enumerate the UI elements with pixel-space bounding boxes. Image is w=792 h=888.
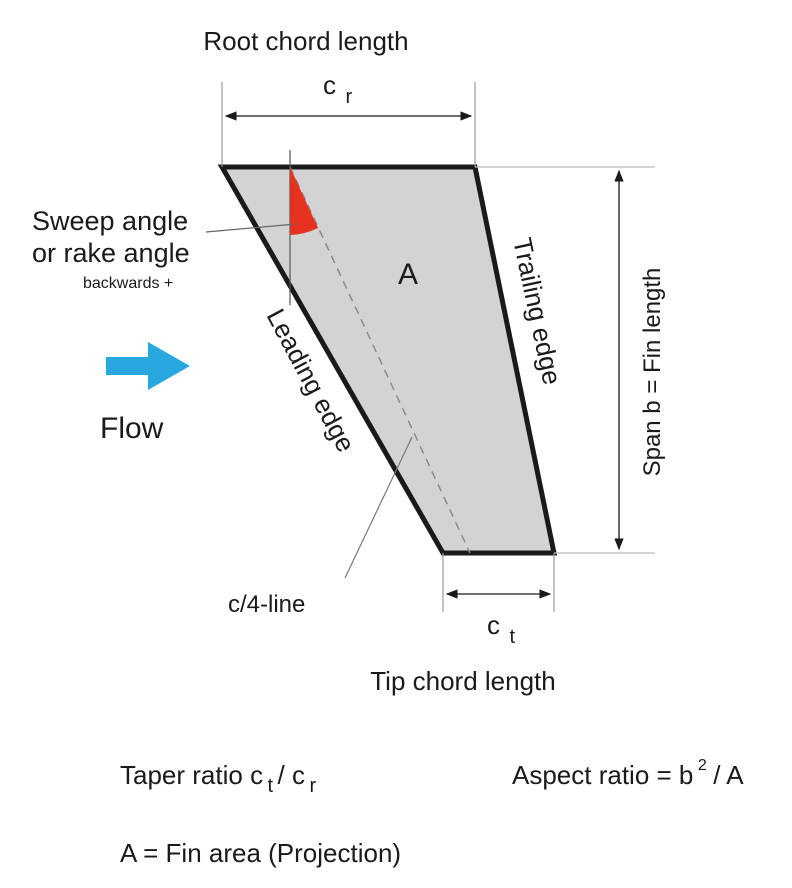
aspect-ratio-formula: Aspect ratio = b 2 / A — [512, 757, 744, 790]
area-definition: A = Fin area (Projection) — [120, 838, 401, 868]
sweep-angle-label-line1: Sweep angle — [32, 206, 188, 236]
root-chord-length-label: Root chord length — [203, 26, 408, 56]
sweep-angle-wedge — [290, 167, 318, 235]
taper-ratio-formula: Taper ratio c t / c r — [120, 760, 316, 797]
fin-planform — [217, 164, 558, 556]
span-label: Span b = Fin length — [639, 268, 666, 477]
quarter-chord-label: c/4-line — [228, 591, 305, 618]
root-chord-symbol: c r — [323, 70, 352, 108]
sweep-pointer-line — [205, 223, 297, 233]
arrow-right-icon — [106, 342, 190, 390]
tip-chord-length-label: Tip chord length — [370, 666, 555, 696]
tip-chord-symbol: c t — [487, 610, 515, 648]
flow-label: Flow — [100, 412, 164, 445]
area-symbol: A — [398, 258, 418, 291]
sweep-angle-note: backwards + — [83, 275, 173, 292]
sweep-angle-label-line2: or rake angle — [32, 238, 190, 268]
quarter-chord-pointer-line — [344, 436, 413, 579]
quarter-chord-dashed-line — [289, 166, 471, 554]
